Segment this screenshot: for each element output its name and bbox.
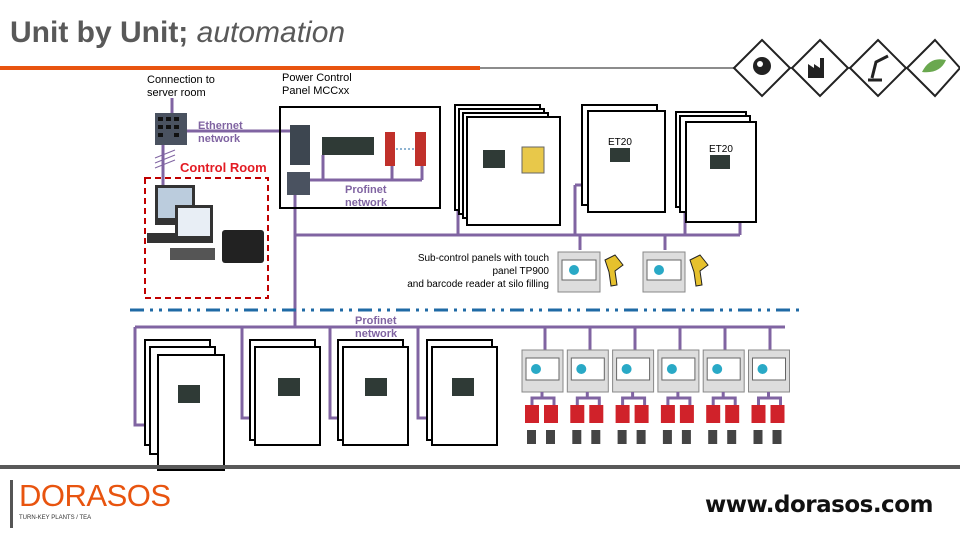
header-rule-gray [480, 67, 960, 69]
logo-text: DORASOS [19, 478, 171, 513]
header-rule-orange [0, 66, 480, 70]
mcc-label-2: Panel MCCxx [282, 85, 350, 97]
sub-control-label-1: Sub-control panels with touch [418, 253, 549, 264]
drive-icon [385, 132, 395, 166]
header-icons [732, 38, 960, 98]
drive-icon [770, 405, 785, 423]
touch-panel-gauge [531, 364, 541, 374]
drive-icon [570, 405, 585, 423]
load-cell-icon [772, 430, 782, 444]
touch-panel-gauge [666, 364, 677, 374]
bus-profinet-label-2: network [355, 328, 398, 340]
drive-icon [634, 405, 649, 423]
wireless-icon [154, 149, 176, 169]
load-cell-icon [591, 430, 601, 444]
ethernet-label-2: network [198, 133, 241, 145]
drive-icon [706, 405, 721, 423]
touch-panel-gauge [576, 364, 587, 374]
touch-panel-gauge [712, 364, 723, 374]
touch-panel-screen [570, 357, 605, 381]
slide-title: Unit by Unit; automation [10, 16, 345, 50]
io-module-icon [365, 378, 387, 396]
plc-icon [290, 125, 310, 165]
touch-panel-screen [525, 357, 560, 381]
load-cell-icon [708, 430, 718, 444]
title-bold: Unit by Unit; [10, 16, 189, 49]
dorasos-logo: DORASOS TURN-KEY PLANTS / TEA [10, 480, 171, 528]
server-label-1: Connection to [147, 74, 215, 86]
panel-stack [337, 339, 409, 446]
mcc-panel-box [279, 106, 441, 209]
io-module-icon [278, 378, 300, 396]
footer-rule [0, 465, 960, 469]
et20-label: ET20 [709, 144, 733, 155]
drive-connection [575, 392, 601, 405]
load-cell-icon [617, 430, 627, 444]
profinet-label-2: network [345, 197, 388, 209]
load-cell-icon [636, 430, 646, 444]
title-italic: automation [196, 16, 346, 49]
touch-panel-icon [642, 251, 686, 293]
load-cell-icon [681, 430, 691, 444]
drive-connection [757, 392, 782, 405]
weighing-units [521, 349, 790, 444]
sub-control-label-2: panel TP900 [492, 266, 549, 277]
panel-stack [144, 339, 225, 471]
io-module-icon [710, 155, 730, 169]
profinet-label-1: Profinet [345, 184, 387, 196]
drive-icon [660, 405, 675, 423]
drive-icon [751, 405, 766, 423]
io-module-icon [322, 137, 374, 155]
touch-panel-screen [616, 357, 651, 381]
server-label-2: server room [147, 87, 206, 99]
drive-icon [615, 405, 630, 423]
barcode-scanner-icon [604, 254, 624, 287]
touch-panel-screen [706, 357, 741, 381]
touch-panel-gauge [757, 364, 768, 374]
sub-control-label-3: and barcode reader at silo filling [407, 279, 549, 290]
mcc-label-1: Power Control [282, 72, 352, 84]
et20-label: ET20 [608, 137, 632, 148]
ethernet-label-1: Ethernet [198, 120, 243, 132]
load-cell-icon [662, 430, 672, 444]
bus-profinet-label-1: Profinet [355, 315, 397, 327]
io-module-icon [452, 378, 474, 396]
printer-icon [222, 230, 264, 263]
io-module-icon [483, 150, 505, 168]
robot-arm-icon [848, 38, 908, 98]
load-cell-icon [753, 430, 763, 444]
control-room-label: Control Room [180, 160, 267, 175]
load-cell-icon [572, 430, 582, 444]
barcode-scanner-icon [689, 254, 709, 287]
load-cell-icon [727, 430, 737, 444]
touch-panel-screen [661, 357, 696, 381]
touch-panel-icon [557, 251, 601, 293]
operator-panel-icon [521, 146, 545, 174]
drive-connection [530, 392, 556, 405]
drive-connection [621, 392, 647, 405]
touch-panel-screen [752, 357, 786, 381]
drive-icon [679, 405, 694, 423]
load-cell-icon [546, 430, 555, 444]
control-room-box [144, 177, 269, 299]
profinet-switch-icon [287, 172, 310, 195]
logo-tagline: TURN-KEY PLANTS / TEA [19, 515, 92, 521]
drive-connection [666, 392, 692, 405]
drive-icon [415, 132, 426, 166]
touch-panel-gauge [621, 364, 632, 374]
load-cell-icon [527, 430, 536, 444]
website-link[interactable]: www.dorasos.com [705, 492, 933, 518]
drive-icon [525, 405, 539, 423]
io-module-icon [610, 148, 630, 162]
drive-icon [589, 405, 604, 423]
network-switch-icon [155, 113, 187, 145]
drive-icon [544, 405, 558, 423]
workstation-icon [147, 185, 215, 260]
drive-connection [711, 392, 737, 405]
io-module-icon [178, 385, 200, 403]
drive-icon [725, 405, 740, 423]
